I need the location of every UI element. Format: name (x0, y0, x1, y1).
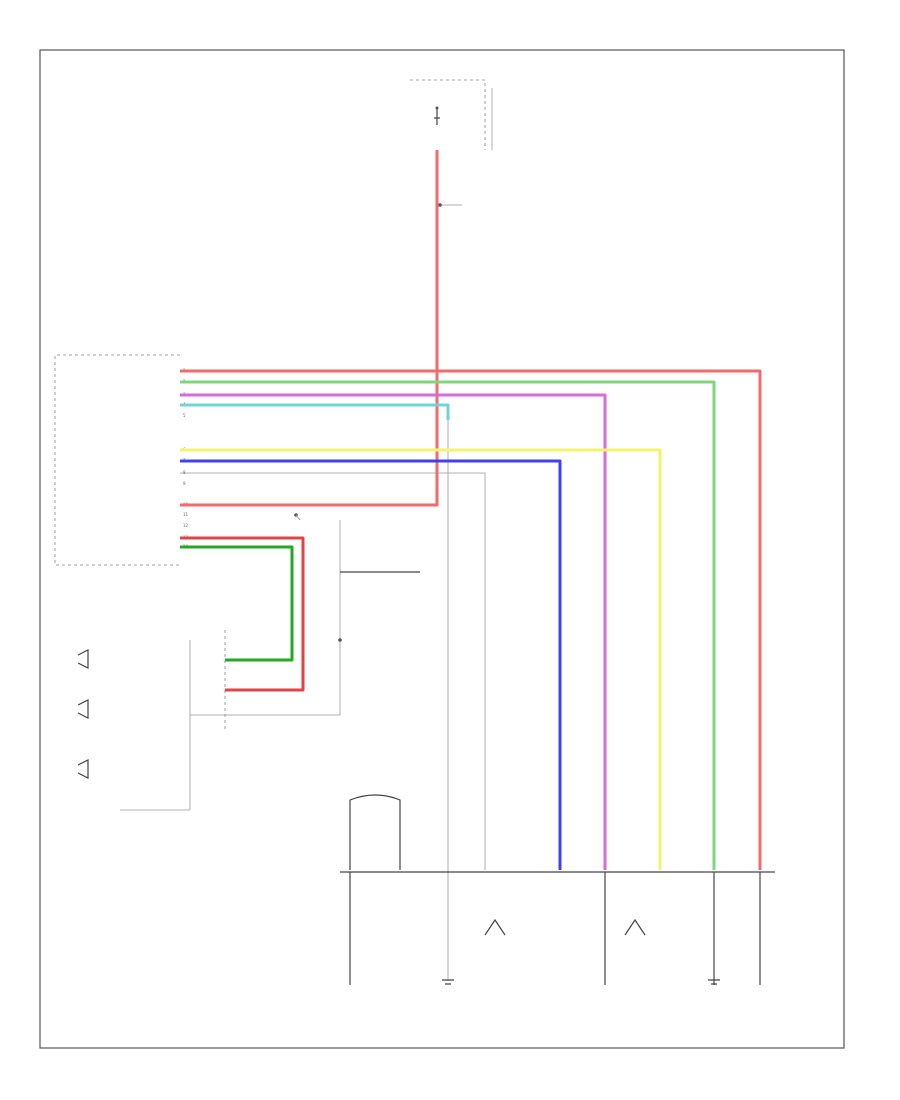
switch-symbol-right (624, 918, 646, 936)
splice-leader-left (295, 514, 301, 521)
wire-yellow (180, 448, 662, 870)
switch-contact-icon (77, 699, 89, 719)
diagram-frame (39, 49, 845, 1049)
wire-cyan (180, 403, 450, 420)
pin-number: 9 (183, 481, 186, 486)
wire-gray-switch (190, 520, 341, 716)
switch-contact-icon (77, 759, 89, 779)
fuse-symbol (434, 108, 440, 125)
switch-row-1 (77, 649, 89, 669)
module-outline (54, 354, 180, 566)
switch-row-3 (77, 759, 89, 779)
switch-symbol-left (484, 918, 506, 936)
wire-gray-short (180, 472, 486, 870)
wire-red-right (180, 369, 762, 870)
lower-module (340, 794, 775, 985)
switch-contact-icon (77, 649, 89, 669)
ground-splice-dot (338, 638, 342, 642)
fuse-terminal (435, 106, 439, 110)
pin-number: 8 (183, 470, 186, 475)
wire-red-switch (180, 536, 305, 692)
bulb-icon (349, 794, 401, 870)
wire-red-feed (180, 150, 439, 507)
wire-violet-right (180, 393, 607, 870)
pin-number: 5 (183, 413, 186, 418)
splice-dot (438, 203, 442, 207)
fuse-box-outline (410, 79, 486, 150)
fuse-block (410, 79, 493, 207)
wire-harness (180, 150, 762, 980)
pin-number: 11 (183, 512, 189, 517)
wire-blue (180, 459, 562, 870)
wire-green-right (180, 380, 716, 870)
ground-symbol-right (708, 979, 720, 985)
ground-symbol-left (442, 979, 454, 985)
pin-number: 12 (183, 523, 189, 528)
switch-assembly (77, 630, 226, 811)
wire-green-switch (180, 545, 294, 662)
switch-row-2 (77, 699, 89, 719)
